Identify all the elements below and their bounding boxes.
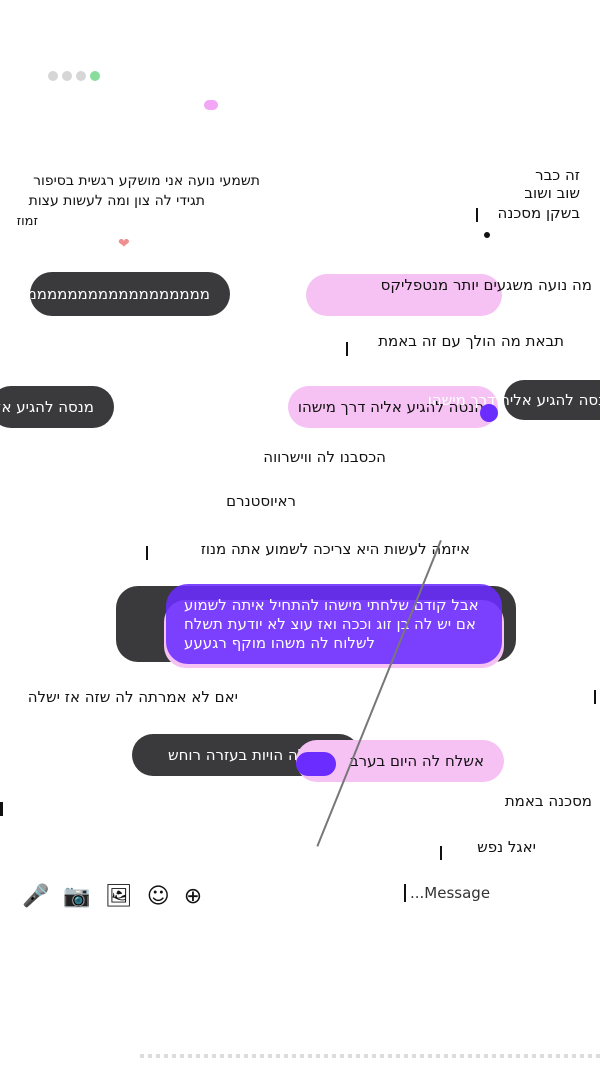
status-dot xyxy=(48,71,58,81)
message-text: לשלוח לה משהו מוקף רגעעע xyxy=(184,633,375,652)
cursor-mark xyxy=(476,208,478,222)
partial-text: תשמעי נועה אני מושקע רגשית בסיפור xyxy=(33,173,260,189)
message-bubble[interactable]: הנסה להגיע אליה דרך מישהו xyxy=(288,386,498,428)
status-dot xyxy=(76,71,86,81)
sticker-icon[interactable]: ☺ xyxy=(146,884,170,909)
read-indicator xyxy=(296,752,336,776)
composer-toolbar: 🎤 📷 🖼 ☺ ⊕ xyxy=(22,884,202,909)
partial-text: זמוז xyxy=(16,214,38,229)
cursor-mark xyxy=(346,342,348,356)
message-text: ראיוסטנרם xyxy=(226,492,296,510)
message-text: מנסה להגיע אליה xyxy=(0,398,94,416)
read-indicator xyxy=(480,404,498,422)
input-caret xyxy=(404,884,406,902)
partial-text: שוב ושוב xyxy=(524,184,580,202)
heart-icon: ❤ xyxy=(118,236,130,252)
partial-text: תגידי לה צון ומה לעשות עצות xyxy=(28,193,205,209)
header-status-dots xyxy=(48,66,158,82)
message-text: יאגל נפש xyxy=(477,838,536,856)
cursor-dot xyxy=(484,232,490,238)
message-text: הנסה להגיע אליה דרך מישהו xyxy=(297,398,484,416)
message-text: ממממממממממממממממממ בן xyxy=(9,285,210,303)
message-bubble[interactable]: תנסה להגיע אליה דרך מישהו xyxy=(428,380,600,420)
message-text: תבאת מה הולך עם זה באמת xyxy=(378,332,564,350)
message-bubble[interactable]: ממממממממממממממממממ בן xyxy=(9,272,230,316)
voice-icon[interactable]: 🎤 xyxy=(22,884,50,909)
pink-indicator xyxy=(204,100,218,110)
message-text: יאם לא אמרתה לה שזה אז ישלה xyxy=(27,688,238,706)
message-text: איזמה לעשות היא צריכה לשמוע אתה מנוז xyxy=(200,540,470,558)
message-text: מה נועה משגעים יותר מנטפליקס xyxy=(380,276,592,294)
message-bubble[interactable]: מנסה להגיע אליה xyxy=(0,386,114,428)
message-input[interactable]: ...Message xyxy=(410,884,491,902)
message-text: תנסה להגיע אליה דרך מישהו xyxy=(427,391,600,409)
online-dot xyxy=(90,71,100,81)
add-icon[interactable]: ⊕ xyxy=(183,884,203,909)
message-text: מסכנה באמת xyxy=(504,792,592,810)
message-text: אבל קודם שלחתי מישהו להתחיל איתה לשמוע xyxy=(184,595,479,614)
gallery-icon[interactable]: 🖼 xyxy=(104,884,133,909)
cursor-mark xyxy=(594,690,596,704)
bottom-strip xyxy=(140,1054,600,1058)
image-icon[interactable]: 📷 xyxy=(63,884,91,909)
status-dot xyxy=(62,71,72,81)
message-text: אשלח לה היום בערב xyxy=(349,752,484,770)
cursor-mark xyxy=(146,546,148,560)
message-bubble[interactable] xyxy=(306,274,502,316)
partial-text: בשקן מסכנה xyxy=(497,204,580,222)
message-text: אם יש לה בן זוג וככה ואז עוצ לא יודעת תש… xyxy=(184,614,476,633)
partial-text: זה כבר xyxy=(535,166,580,184)
message-bubble[interactable]: אבל קודם שלחתי מישהו להתחיל איתה לשמוע א… xyxy=(166,584,502,664)
cursor-mark xyxy=(440,846,442,860)
cursor-mark xyxy=(0,802,3,816)
message-text: הכסבנו לה ווישרווה xyxy=(263,448,386,466)
